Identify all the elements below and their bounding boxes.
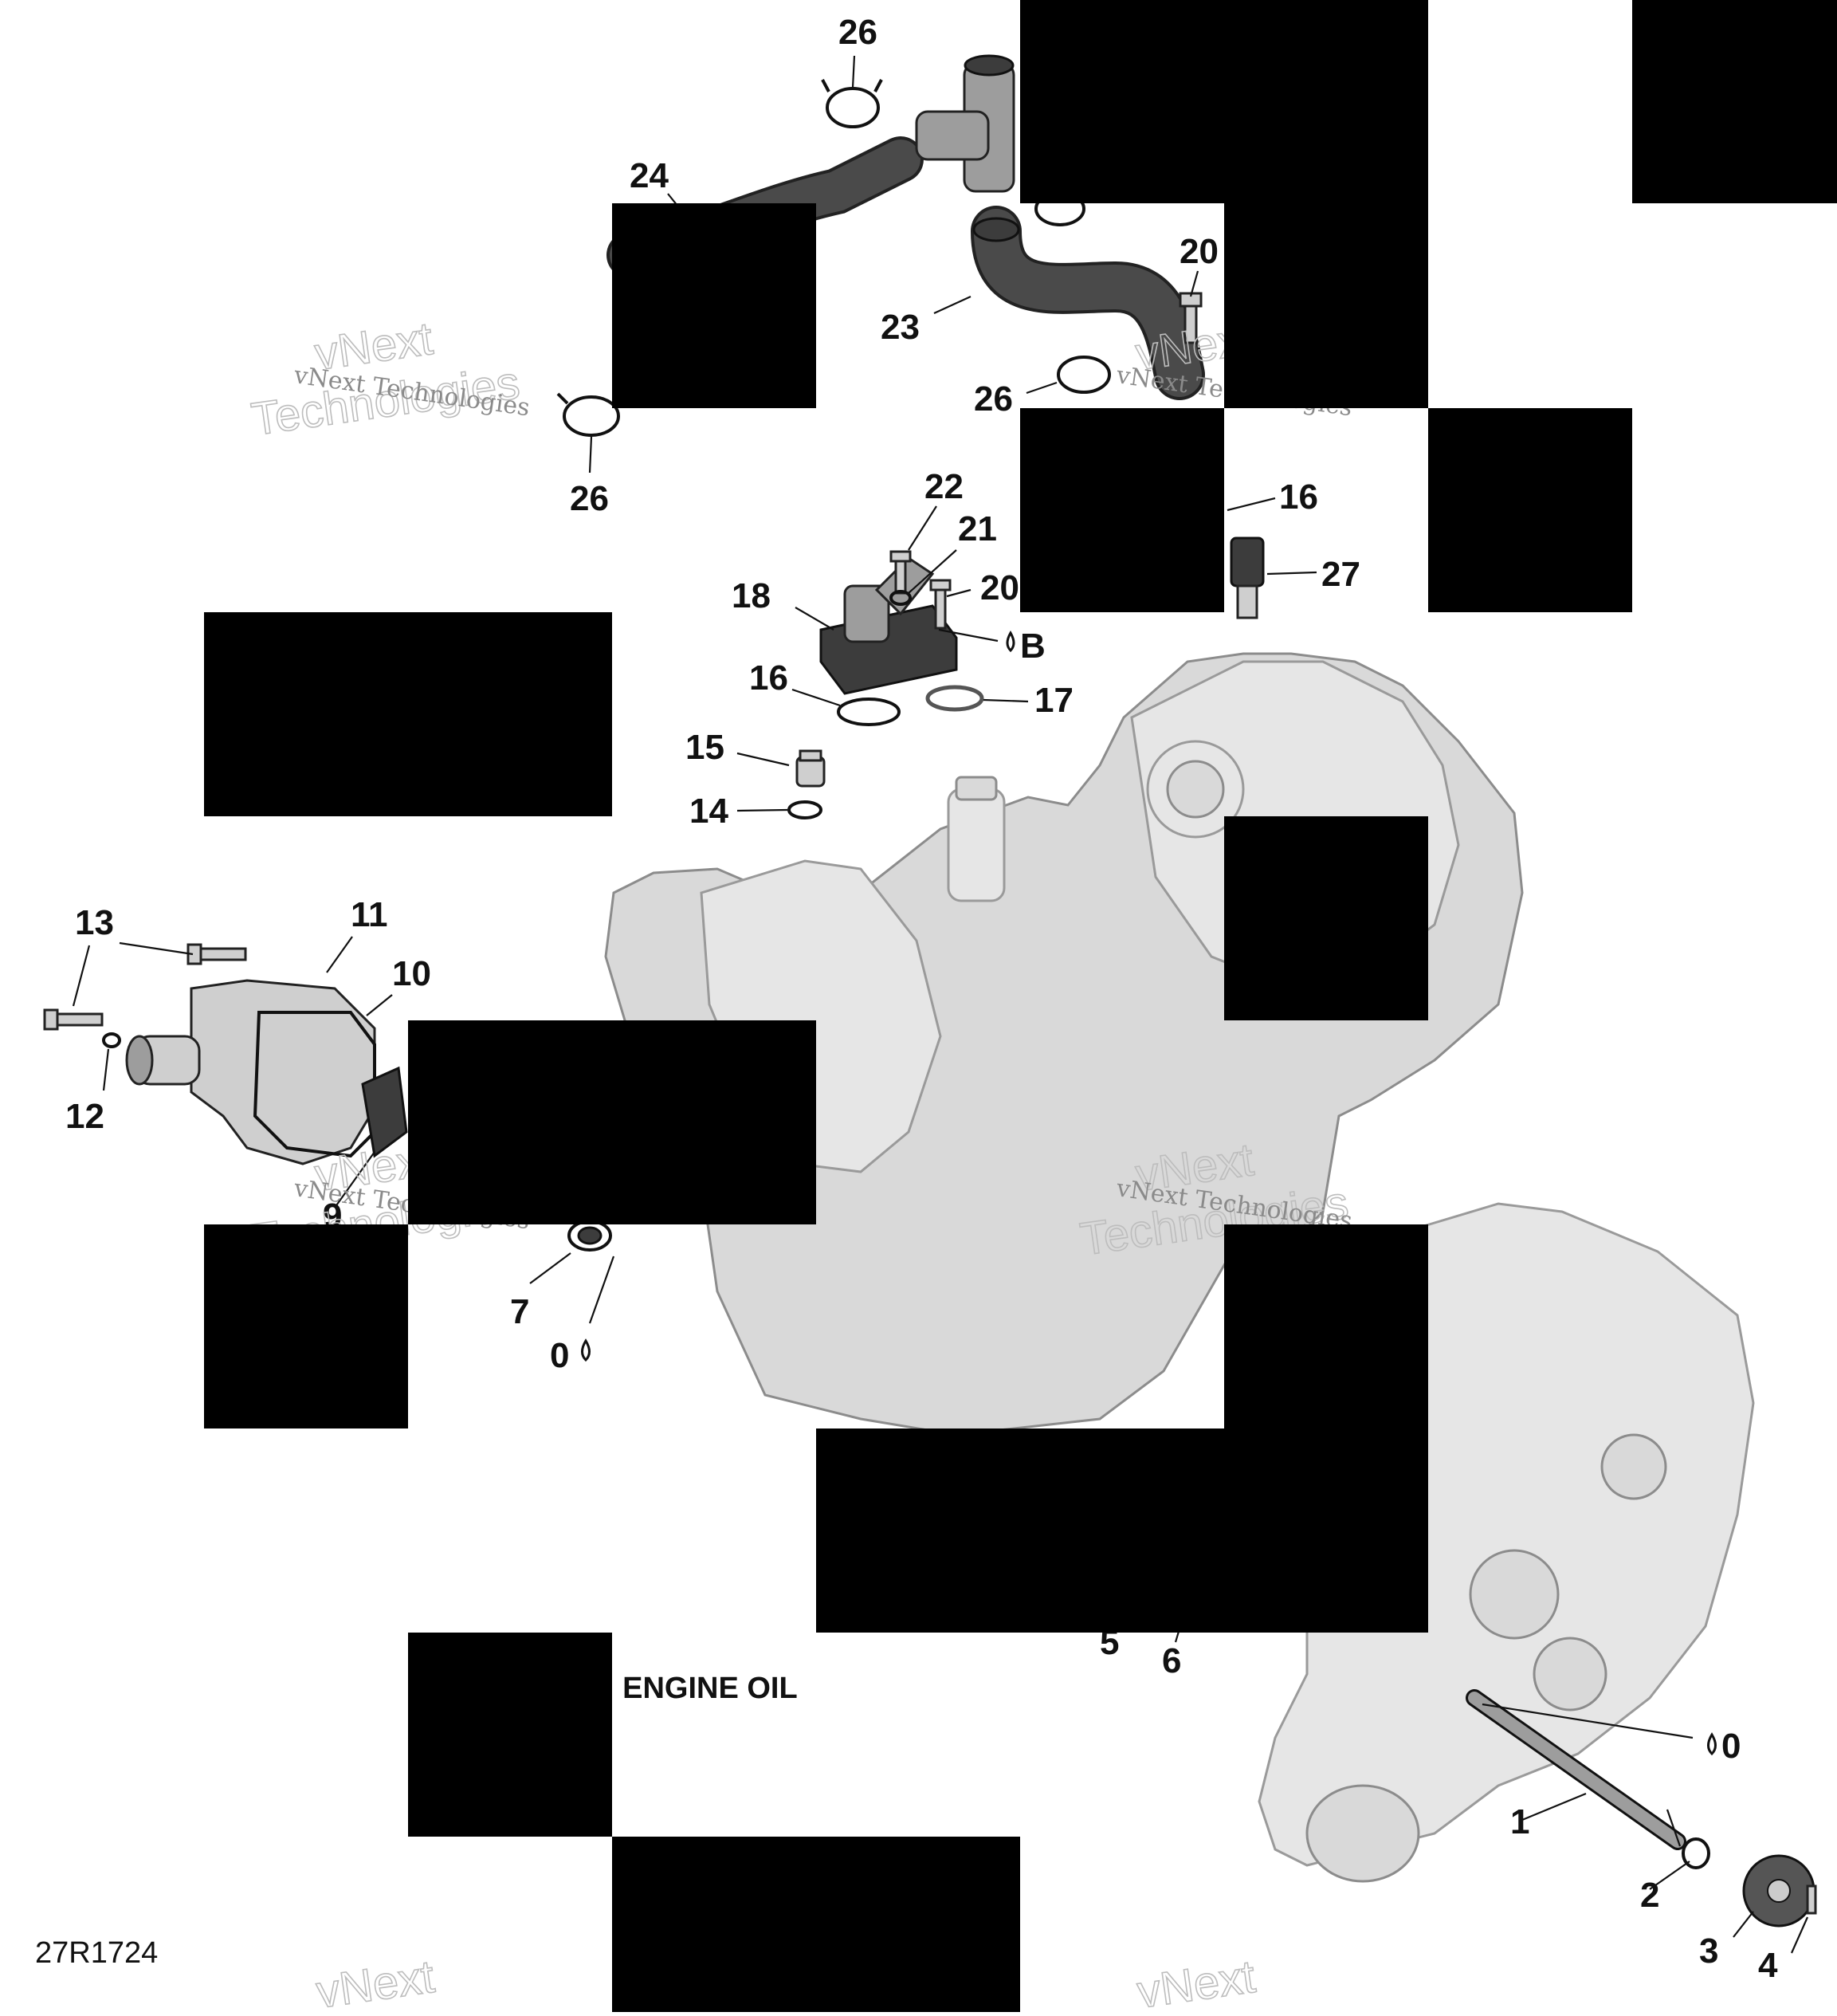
callout-20-mid: 20	[980, 568, 1019, 607]
callout-24: 24	[630, 156, 669, 195]
gasket-17	[925, 685, 984, 712]
callout-21: 21	[958, 509, 997, 548]
pin-4	[1806, 1884, 1817, 1915]
watermark-large-5a: vNext	[313, 1951, 438, 2012]
redaction-blocks	[204, 0, 1837, 2012]
callout-17: 17	[1034, 681, 1074, 720]
callout-7: 7	[510, 1292, 529, 1331]
seal-7	[567, 1220, 612, 1252]
o-ring-16	[837, 698, 901, 726]
callout-6: 6	[1162, 1641, 1181, 1680]
washer-14	[787, 800, 822, 819]
callout-26-top: 26	[838, 13, 877, 52]
drop-icon-7	[581, 1338, 591, 1362]
clamp-26-top	[821, 79, 883, 128]
callout-15: 15	[685, 728, 724, 767]
callout-4: 4	[1758, 1946, 1778, 1985]
drop-icon-b	[1006, 630, 1015, 653]
callout-27: 27	[1321, 555, 1360, 594]
callout-12: 12	[65, 1097, 104, 1136]
hose-23	[971, 206, 1205, 400]
oil-marker-1: 0	[1721, 1727, 1741, 1766]
callout-10: 10	[392, 954, 431, 993]
o-ring-12	[102, 1032, 121, 1048]
clamp-26-left	[556, 392, 620, 437]
callout-23: 23	[881, 308, 920, 347]
callout-14: 14	[689, 792, 728, 831]
bolt-20-mid	[929, 579, 952, 630]
callout-3: 3	[1699, 1932, 1718, 1971]
tee-fitting	[915, 54, 1015, 193]
bolt-13-b	[43, 1008, 104, 1031]
watermark-large-6a: vNext	[1134, 1951, 1258, 2012]
callout-2: 2	[1640, 1876, 1659, 1915]
plug-15	[795, 749, 826, 788]
water-pump-housing-11	[125, 979, 376, 1165]
gear-3	[1742, 1854, 1815, 1928]
sealant-marker-b: B	[1020, 627, 1046, 666]
clamp-26-mid	[1057, 356, 1111, 394]
oil-marker-7: 0	[550, 1336, 569, 1375]
washer-21	[889, 590, 912, 606]
callout-1: 1	[1510, 1802, 1529, 1841]
impeller-9	[361, 1066, 408, 1158]
legend-engine-oil: . ENGINE OIL	[606, 1672, 798, 1705]
callout-13: 13	[75, 903, 114, 942]
callout-16-top: 16	[1279, 477, 1318, 517]
bolt-13-a	[186, 943, 247, 965]
drop-icon-1	[1707, 1732, 1717, 1756]
sensor-27	[1230, 536, 1265, 619]
callout-26-left: 26	[570, 479, 609, 518]
washer-2	[1682, 1837, 1710, 1869]
markers: B 0 0	[550, 627, 1741, 1766]
gasket-10	[253, 1011, 376, 1158]
shaft-1	[1466, 1689, 1686, 1850]
callout-18: 18	[732, 576, 771, 615]
callout-20-top: 20	[1180, 232, 1219, 271]
figure-id: 27R1724	[35, 1936, 158, 1970]
callout-22: 22	[924, 467, 964, 506]
bolt-20-top	[1179, 292, 1203, 344]
callout-11: 11	[351, 895, 388, 934]
callout-26-mid: 26	[974, 379, 1013, 419]
callout-16: 16	[749, 658, 788, 698]
